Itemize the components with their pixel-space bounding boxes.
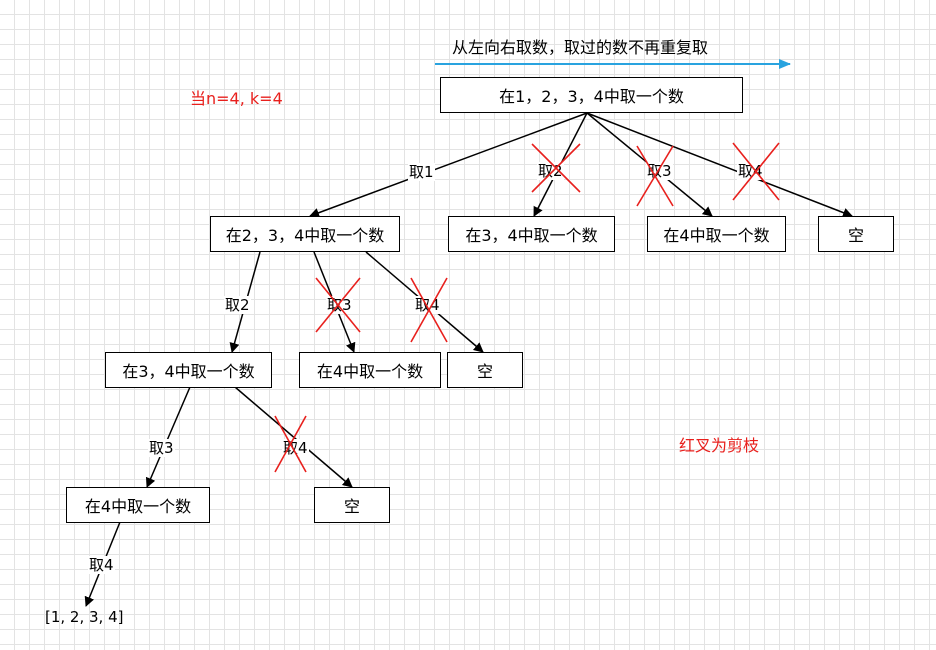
edge-label-l4-take4: 取4 <box>88 556 115 574</box>
node-l2-a: 在3，4中取一个数 <box>105 352 272 388</box>
condition-caption: 当n=4, k=4 <box>190 89 283 108</box>
edge-l2a-to-l3-a <box>145 386 191 488</box>
node-l2-c: 空 <box>447 352 523 388</box>
edge-label-l2-take3-pruned: 取3 <box>326 296 353 314</box>
edge-root-to-l1-a <box>309 112 588 218</box>
node-l2-b: 在4中取一个数 <box>299 352 441 388</box>
node-l3-a: 在4中取一个数 <box>66 487 210 523</box>
edge-label-l3-take3: 取3 <box>148 439 175 457</box>
node-l3-b: 空 <box>314 487 390 523</box>
prune-x-mark <box>531 143 581 193</box>
prune-x-mark <box>274 415 307 473</box>
prune-x-mark <box>636 145 674 207</box>
legend-caption: 红叉为剪枝 <box>679 436 760 455</box>
edge-label-take4-pruned: 取4 <box>737 162 764 180</box>
edge-label-take3-pruned: 取3 <box>646 162 673 180</box>
edge-label-take1: 取1 <box>408 163 435 181</box>
edge-label-l2-take2: 取2 <box>224 296 251 314</box>
node-l1-d: 空 <box>818 216 894 252</box>
direction-caption: 从左向右取数，取过的数不再重复取 <box>452 38 709 57</box>
prune-x-mark <box>315 277 361 333</box>
edge-root-to-l1-d <box>586 112 853 218</box>
edge-label-l3-take4-pruned: 取4 <box>282 439 309 457</box>
result-text: [1, 2, 3, 4] <box>45 608 124 626</box>
prune-x-mark <box>410 277 448 343</box>
node-l1-c: 在4中取一个数 <box>647 216 786 252</box>
node-l1-a: 在2，3，4中取一个数 <box>210 216 400 252</box>
node-l1-b: 在3，4中取一个数 <box>448 216 615 252</box>
prune-x-mark <box>732 142 780 201</box>
node-root: 在1，2，3，4中取一个数 <box>440 77 743 113</box>
